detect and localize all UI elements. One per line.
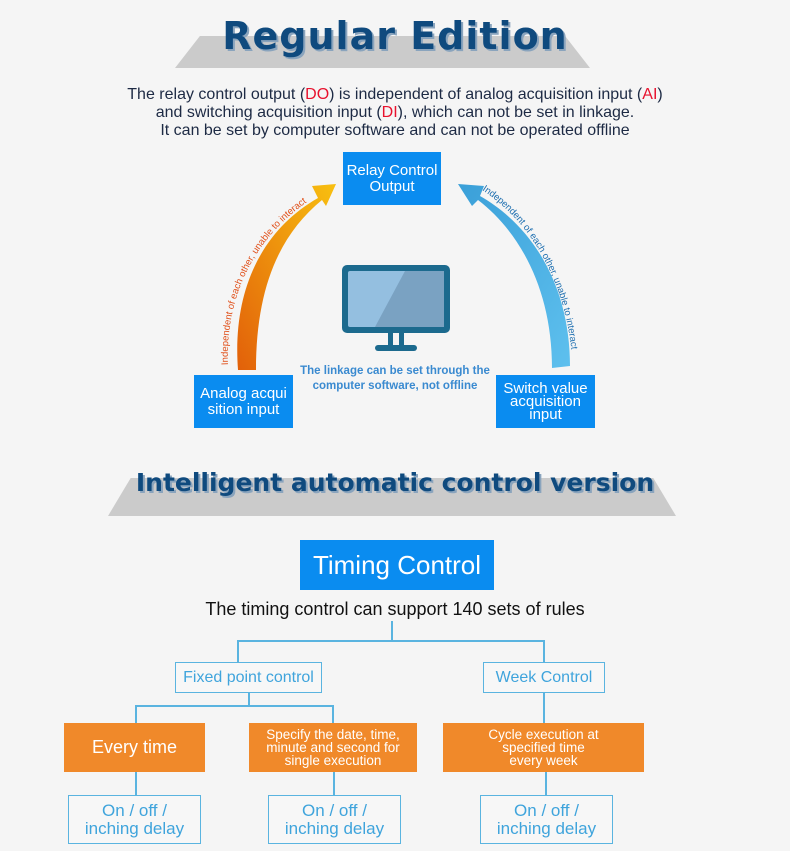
linkage-note: The linkage can be set through the compu… bbox=[290, 364, 500, 394]
box-text: Switch value bbox=[503, 380, 588, 397]
ai-label: AI bbox=[642, 86, 658, 103]
box-text: Output bbox=[369, 177, 415, 195]
box-text: single execution bbox=[284, 753, 382, 768]
connector bbox=[332, 705, 334, 723]
connector bbox=[333, 772, 335, 795]
box-text: inching delay bbox=[84, 818, 185, 838]
box-text: Specify the date, time, bbox=[266, 727, 400, 742]
on-off-inching-box-3: On / off /inching delay bbox=[480, 795, 613, 844]
box-text: every week bbox=[509, 753, 578, 768]
every-time-box: Every time bbox=[64, 723, 205, 772]
right-arrow bbox=[458, 184, 570, 368]
desc-text: It can be set by computer software and c… bbox=[160, 122, 630, 139]
regular-edition-title: Regular Edition bbox=[222, 14, 568, 58]
connector bbox=[545, 772, 547, 795]
on-off-inching-box-2: On / off /inching delay bbox=[268, 795, 401, 844]
connector bbox=[543, 693, 545, 723]
box-text: minute and second for bbox=[266, 740, 400, 755]
box-text: sition input bbox=[207, 400, 280, 418]
connector bbox=[391, 621, 393, 640]
box-text: On / off / bbox=[514, 800, 579, 820]
note-text: computer software, not offline bbox=[312, 380, 478, 392]
box-text: Relay Control bbox=[346, 161, 438, 179]
week-control-box: Week Control bbox=[483, 662, 605, 693]
desc-text: ) is independent of analog acquisition i… bbox=[329, 86, 643, 103]
box-text: inching delay bbox=[284, 818, 385, 838]
connector bbox=[237, 640, 239, 662]
connector bbox=[237, 640, 544, 642]
timing-subtitle: The timing control can support 140 sets … bbox=[205, 599, 585, 619]
note-text: The linkage can be set through the bbox=[300, 365, 490, 377]
box-text: acquisition bbox=[510, 393, 581, 410]
left-arrow bbox=[237, 184, 336, 370]
di-label: DI bbox=[381, 104, 398, 121]
arrows-diagram: Independent of each other, unable to int… bbox=[220, 183, 579, 370]
connector bbox=[543, 640, 545, 662]
desc-text: ) bbox=[657, 86, 663, 103]
connector bbox=[135, 705, 333, 707]
specify-date-box: Specify the date, time,minute and second… bbox=[249, 723, 417, 772]
on-off-inching-box-1: On / off /inching delay bbox=[68, 795, 201, 844]
connector bbox=[135, 705, 137, 723]
title-ribbon bbox=[175, 36, 590, 68]
do-label: DO bbox=[305, 86, 330, 103]
box-text: input bbox=[529, 406, 562, 423]
box-text: inching delay bbox=[496, 818, 597, 838]
connector bbox=[248, 692, 250, 705]
desc-text: and switching acquisition input ( bbox=[155, 104, 382, 121]
box-text: Cycle execution at bbox=[488, 727, 599, 742]
intelligent-ribbon bbox=[108, 478, 676, 516]
fixed-point-control-box: Fixed point control bbox=[175, 662, 322, 693]
desc-text: ), which can not be set in linkage. bbox=[397, 104, 635, 121]
intelligent-title: Intelligent automatic control version bbox=[135, 468, 655, 497]
box-text: On / off / bbox=[102, 800, 167, 820]
box-text: On / off / bbox=[302, 800, 367, 820]
connector bbox=[135, 772, 137, 795]
desc-text: The relay control output ( bbox=[127, 86, 306, 103]
monitor-icon bbox=[342, 265, 450, 351]
box-text: Analog acqui bbox=[200, 384, 287, 402]
timing-control-button[interactable]: Timing Control bbox=[300, 540, 494, 590]
box-text: specified time bbox=[502, 740, 585, 755]
regular-description: The relay control output (DO) is indepen… bbox=[0, 86, 790, 140]
